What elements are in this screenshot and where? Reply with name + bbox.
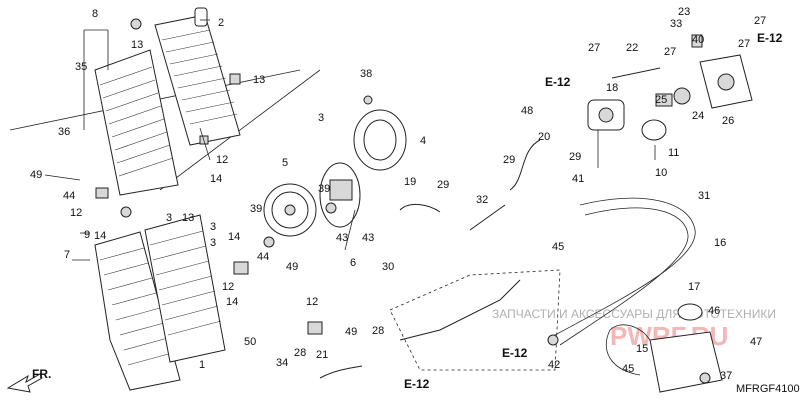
callout-45b: 45 — [622, 363, 634, 375]
callout-29b: 29 — [503, 154, 515, 166]
callout-48: 48 — [521, 105, 533, 117]
lower-radiator-cover — [94, 231, 181, 391]
callout-38: 38 — [360, 68, 372, 80]
callout-12c: 12 — [222, 281, 234, 293]
callout-20: 20 — [538, 131, 550, 143]
ref-e12-c: E-12 — [502, 346, 528, 360]
callout-3c: 3 — [210, 221, 216, 233]
callout-9: 9 — [84, 229, 90, 241]
callout-47: 47 — [750, 336, 762, 348]
callout-39a: 39 — [250, 203, 262, 215]
callout-27d: 27 — [738, 38, 750, 50]
callout-49c: 49 — [345, 326, 357, 338]
cooling-fan — [263, 183, 317, 237]
callout-8: 8 — [92, 8, 98, 20]
callout-44a: 44 — [63, 190, 75, 202]
callout-42: 42 — [548, 359, 560, 371]
callout-50: 50 — [244, 336, 256, 348]
callout-43a: 43 — [336, 232, 348, 244]
thermostat-housing — [587, 99, 625, 131]
callout-24: 24 — [692, 110, 704, 122]
callout-28a: 28 — [294, 347, 306, 359]
watermark: PWRF.RU ЗАПЧАСТИ И АКСЕССУАРЫ ДЛЯ МОТОТЕ… — [492, 307, 776, 351]
callout-30: 30 — [382, 261, 394, 273]
callout-28b: 28 — [372, 325, 384, 337]
callout-14a: 14 — [210, 173, 222, 185]
callout-29c: 29 — [569, 151, 581, 163]
callout-34: 34 — [276, 357, 288, 369]
callout-19: 19 — [404, 176, 416, 188]
inset-divider-2 — [159, 69, 321, 191]
callout-45a: 45 — [552, 241, 564, 253]
callout-14b: 14 — [94, 230, 106, 242]
callout-49a: 49 — [30, 169, 42, 181]
callout-18: 18 — [606, 82, 618, 94]
callout-1: 1 — [199, 359, 205, 371]
hoses — [319, 67, 696, 379]
callout-13b: 13 — [253, 74, 265, 86]
callout-31: 31 — [698, 190, 710, 202]
ref-e12-a: E-12 — [545, 75, 571, 89]
callout-3b: 3 — [166, 212, 172, 224]
callout-40: 40 — [692, 34, 704, 46]
callout-23: 23 — [678, 6, 690, 18]
callout-12a: 12 — [216, 154, 228, 166]
front-arrow: FR. — [6, 367, 51, 393]
callout-37: 37 — [720, 370, 732, 382]
callout-4: 4 — [420, 135, 426, 147]
callout-27a: 27 — [588, 42, 600, 54]
callout-15: 15 — [636, 343, 648, 355]
fan-shroud — [353, 109, 407, 171]
callout-43b: 43 — [362, 232, 374, 244]
part-callouts: 1 2 3 3 3 3 4 5 6 7 8 9 10 11 12 12 12 1… — [30, 6, 766, 382]
callout-36: 36 — [58, 126, 70, 138]
lower-radiator — [144, 214, 226, 363]
callout-25: 25 — [655, 94, 667, 106]
callout-11: 11 — [668, 147, 679, 159]
upper-radiator — [154, 7, 241, 146]
callout-5: 5 — [282, 157, 288, 169]
leader-lines — [44, 19, 656, 261]
callout-22: 22 — [626, 42, 638, 54]
callout-12d: 12 — [306, 296, 318, 308]
callout-33: 33 — [670, 18, 682, 30]
callout-12b: 12 — [70, 207, 82, 219]
ref-e12-d: E-12 — [404, 377, 430, 391]
callout-3a: 3 — [318, 112, 324, 124]
hardware — [95, 18, 711, 384]
fan-motor — [319, 162, 361, 228]
upper-radiator-cover — [94, 49, 179, 196]
callout-26: 26 — [722, 115, 734, 127]
callout-44b: 44 — [257, 251, 269, 263]
callout-16: 16 — [714, 237, 726, 249]
diagram-code: MFRGF4100 — [736, 383, 800, 395]
callout-32: 32 — [476, 194, 488, 206]
radiator-cap — [641, 119, 667, 141]
dashed-region — [389, 269, 561, 371]
water-pump-cover — [699, 54, 753, 109]
callout-46: 46 — [708, 305, 720, 317]
callout-2: 2 — [218, 17, 224, 29]
callout-13a: 13 — [131, 39, 143, 51]
callout-14c: 14 — [228, 231, 240, 243]
callout-13c: 13 — [182, 212, 194, 224]
callout-7: 7 — [64, 249, 70, 261]
callout-17: 17 — [688, 281, 700, 293]
callout-21: 21 — [316, 349, 328, 361]
callout-35: 35 — [75, 61, 87, 73]
callout-10: 10 — [655, 167, 667, 179]
callout-27c: 27 — [754, 15, 766, 27]
callout-29a: 29 — [437, 179, 449, 191]
callout-6: 6 — [350, 257, 356, 269]
watermark-text: ЗАПЧАСТИ И АКСЕССУАРЫ ДЛЯ МОТОТЕХНИКИ — [492, 307, 776, 321]
ref-e12-b: E-12 — [757, 31, 783, 45]
callout-49b: 49 — [286, 261, 298, 273]
callout-27b: 27 — [664, 46, 676, 58]
front-arrow-label: FR. — [32, 367, 51, 381]
callout-3d: 3 — [210, 237, 216, 249]
callout-14d: 14 — [226, 296, 238, 308]
callout-39b: 39 — [318, 183, 330, 195]
callout-41: 41 — [572, 173, 584, 185]
